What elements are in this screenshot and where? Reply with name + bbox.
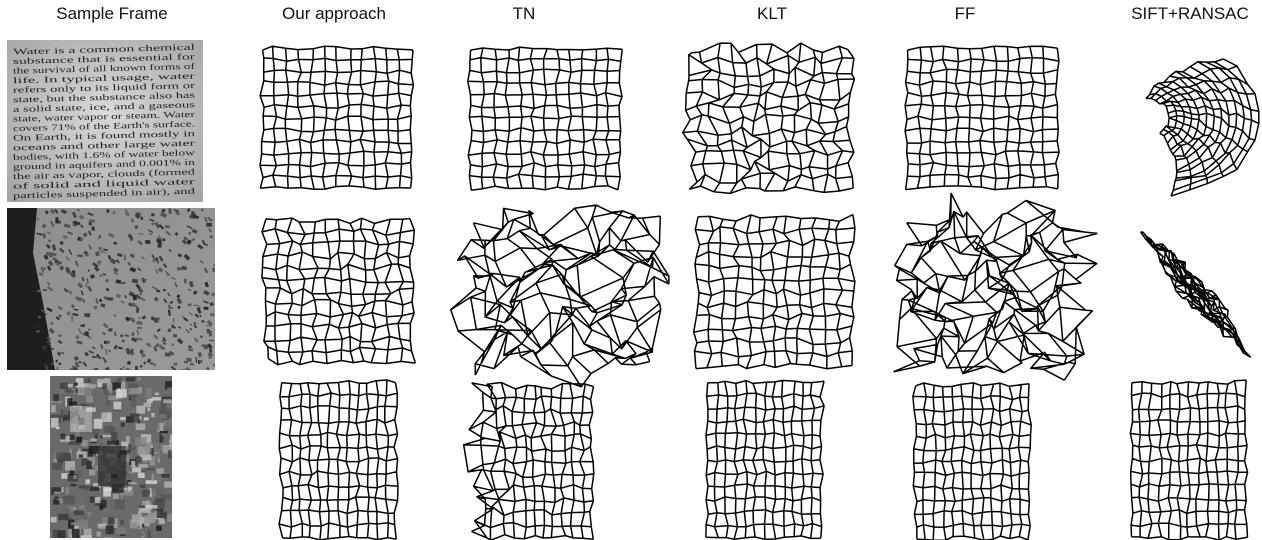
mesh-ours-row-1 <box>262 48 412 188</box>
mesh-klt-row-3 <box>707 382 822 538</box>
mesh-klt-row-1 <box>690 48 850 190</box>
mesh-grid-lines <box>1130 380 1247 540</box>
mesh-tn-row-2 <box>470 216 655 366</box>
column-header-our-approach: Our approach <box>282 4 386 24</box>
mesh-grid-lines <box>706 380 824 539</box>
mesh-ours-row-2 <box>265 220 413 362</box>
mesh-grid-lines <box>694 215 855 369</box>
sample-frame-fabric <box>7 208 215 370</box>
mesh-sift-row-1 <box>1124 48 1259 188</box>
mesh-grid-lines <box>683 43 855 193</box>
column-header-tn: TN <box>513 4 536 24</box>
mesh-ff-row-1 <box>907 48 1057 188</box>
mesh-grid-lines <box>464 383 594 540</box>
mesh-grid-lines <box>1141 232 1251 357</box>
mesh-grid-lines <box>913 383 1031 540</box>
column-header-sample-frame: Sample Frame <box>56 4 167 24</box>
column-header-klt: KLT <box>757 4 787 24</box>
mesh-ff-row-2 <box>903 216 1078 366</box>
mesh-tn-row-1 <box>470 48 620 188</box>
column-header-sift-ransac: SIFT+RANSAC <box>1131 4 1249 24</box>
mesh-ours-row-3 <box>281 382 396 538</box>
mesh-grid-lines <box>468 47 622 190</box>
mesh-grid-lines <box>262 218 416 365</box>
mesh-tn-row-3 <box>476 386 592 538</box>
mesh-ff-row-3 <box>915 385 1030 538</box>
mesh-grid-lines <box>260 46 413 189</box>
mesh-sift-row-3 <box>1131 382 1246 538</box>
mesh-grid-lines <box>1146 59 1259 196</box>
mesh-grid-lines <box>905 46 1059 189</box>
mesh-grid-lines <box>894 193 1098 380</box>
mesh-sift-row-2 <box>1140 216 1255 366</box>
mesh-grid-lines <box>451 205 669 387</box>
mesh-klt-row-2 <box>697 218 852 366</box>
column-header-ff: FF <box>955 4 976 24</box>
mesh-grid-lines <box>279 380 398 540</box>
sample-frame-scene <box>50 376 172 538</box>
